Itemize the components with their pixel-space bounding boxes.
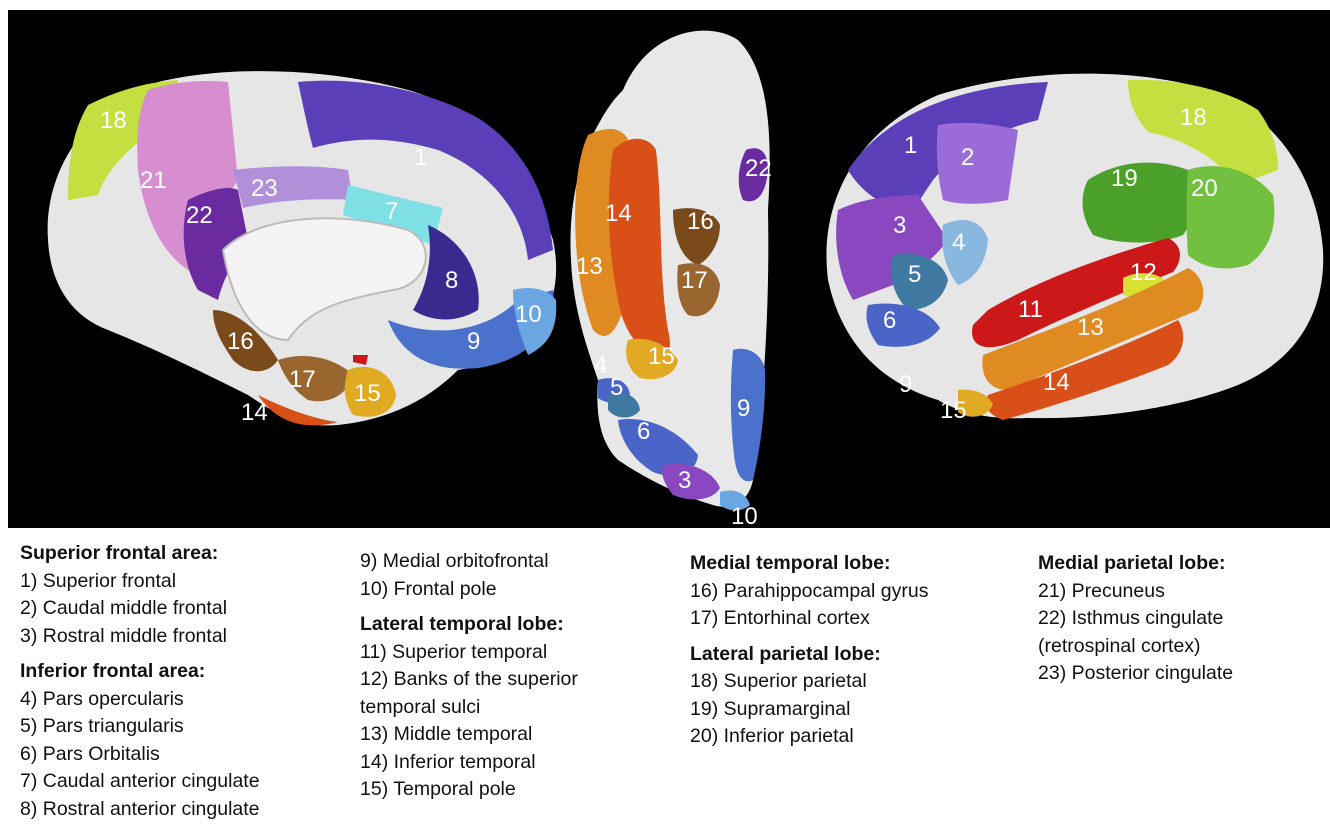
medial-label: 17 — [289, 366, 316, 393]
legend-item: 4) Pars opercularis — [20, 686, 260, 714]
legend-item: 15) Temporal pole — [360, 776, 578, 804]
medial-label: 21 — [140, 167, 167, 194]
lateral-label: 14 — [1043, 369, 1070, 396]
legend-item: 16) Parahippocampal gyrus — [690, 578, 928, 606]
legend-item: 1) Superior frontal — [20, 568, 260, 596]
lateral-label: 2 — [961, 144, 974, 171]
medial-label: 15 — [354, 380, 381, 407]
legend-column-1: Superior frontal area: 1) Superior front… — [20, 540, 260, 823]
legend-heading: Superior frontal area: — [20, 540, 260, 568]
legend-column-4: Medial parietal lobe: 21) Precuneus 22) … — [1038, 550, 1233, 688]
legend-item: temporal sulci — [360, 694, 578, 722]
medial-label: 8 — [445, 267, 458, 294]
lateral-label: 11 — [1018, 296, 1043, 323]
medial-label: 22 — [186, 202, 213, 229]
lateral-label: 9 — [899, 371, 912, 398]
lateral-label: 18 — [1180, 104, 1207, 131]
medial-label: 14 — [241, 399, 268, 426]
legend-item: 10) Frontal pole — [360, 576, 578, 604]
region-supramarginal — [1083, 163, 1198, 243]
legend-item: 3) Rostral middle frontal — [20, 623, 260, 651]
lateral-label: 4 — [952, 229, 965, 256]
legend-item: 5) Pars triangularis — [20, 713, 260, 741]
legend-item: 8) Rostral anterior cingulate — [20, 796, 260, 824]
lateral-label: 12 — [1130, 259, 1157, 286]
lateral-label: 6 — [883, 307, 896, 334]
lateral-label: 3 — [893, 212, 906, 239]
ventral-label: 9 — [737, 395, 750, 422]
legend-heading: Medial temporal lobe: — [690, 550, 928, 578]
legend-item: 12) Banks of the superior — [360, 666, 578, 694]
legend-column-2: 9) Medial orbitofrontal 10) Frontal pole… — [360, 548, 578, 804]
legend-item: 13) Middle temporal — [360, 721, 578, 749]
ventral-label: 22 — [745, 155, 772, 182]
ventral-label: 14 — [605, 200, 632, 227]
medial-label: 16 — [227, 328, 254, 355]
ventral-label: 17 — [681, 267, 708, 294]
legend-heading: Lateral temporal lobe: — [360, 611, 578, 639]
lateral-label: 13 — [1077, 314, 1104, 341]
medial-label: 10 — [515, 301, 542, 328]
legend-item: (retrospinal cortex) — [1038, 633, 1233, 661]
lateral-label: 5 — [908, 261, 921, 288]
medial-label: 18 — [100, 107, 127, 134]
ventral-label: 16 — [687, 208, 714, 235]
brain-figure: 18 21 23 1 22 7 8 10 9 16 17 15 14 22 14… — [8, 10, 1330, 528]
lateral-label: 1 — [904, 132, 917, 159]
medial-label: 7 — [385, 198, 398, 225]
region-caudal-middle-frontal — [937, 123, 1018, 204]
legend-heading: Medial parietal lobe: — [1038, 550, 1233, 578]
legend-item: 18) Superior parietal — [690, 668, 928, 696]
lateral-label: 15 — [940, 397, 967, 424]
brain-illustration: 18 21 23 1 22 7 8 10 9 16 17 15 14 22 14… — [8, 10, 1330, 528]
legend-item: 2) Caudal middle frontal — [20, 595, 260, 623]
legend-item: 22) Isthmus cingulate — [1038, 605, 1233, 633]
ventral-label: 5 — [610, 374, 623, 401]
legend-item: 6) Pars Orbitalis — [20, 741, 260, 769]
ventral-label: 13 — [576, 253, 603, 280]
ventral-label: 4 — [594, 352, 607, 379]
legend-item: 19) Supramarginal — [690, 696, 928, 724]
medial-label: 1 — [414, 144, 427, 171]
legend-item: 9) Medial orbitofrontal — [360, 548, 578, 576]
ventral-label: 10 — [731, 503, 758, 528]
legend-item: 11) Superior temporal — [360, 639, 578, 667]
legend-column-3: Medial temporal lobe: 16) Parahippocampa… — [690, 550, 928, 751]
legend-item: 17) Entorhinal cortex — [690, 605, 928, 633]
legend-heading: Lateral parietal lobe: — [690, 641, 928, 669]
ventral-label: 3 — [678, 467, 691, 494]
lateral-label: 20 — [1191, 175, 1218, 202]
ventral-label: 6 — [637, 418, 650, 445]
ventral-label: 15 — [648, 343, 675, 370]
legend-item: 21) Precuneus — [1038, 578, 1233, 606]
medial-label: 23 — [251, 175, 278, 202]
lateral-label: 19 — [1111, 165, 1138, 192]
legend-heading: Inferior frontal area: — [20, 658, 260, 686]
lateral-view — [826, 74, 1323, 420]
medial-label: 9 — [467, 328, 480, 355]
legend-item: 7) Caudal anterior cingulate — [20, 768, 260, 796]
legend-item: 23) Posterior cingulate — [1038, 660, 1233, 688]
legend-item: 20) Inferior parietal — [690, 723, 928, 751]
legend-item: 14) Inferior temporal — [360, 749, 578, 777]
